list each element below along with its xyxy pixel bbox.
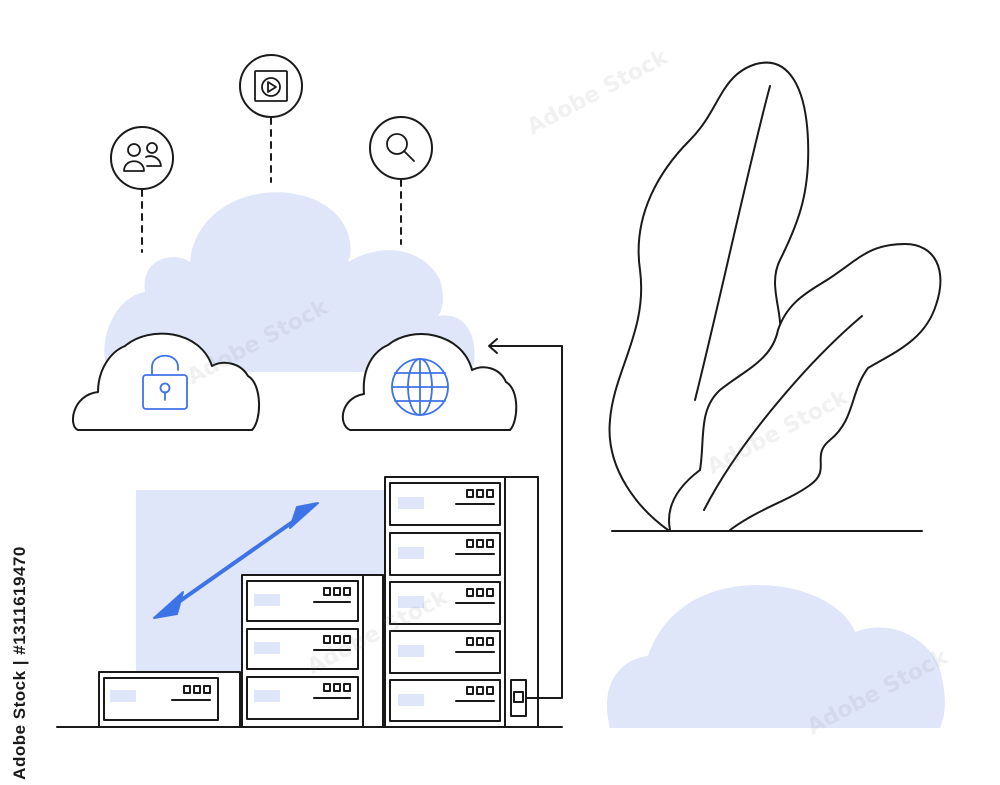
stock-id-label: Adobe Stock | #1311619470 [4,546,36,780]
plant-short-leaf-vein [703,315,863,511]
server-tall [384,476,539,728]
plant-short-leaf [668,243,942,531]
media-node [239,54,303,183]
search-icon [386,133,415,162]
globe-icon [391,358,449,416]
search-node [369,116,433,245]
large-blue-cloud [104,192,475,372]
users-icon [123,142,162,172]
plant-tall-leaf-vein [694,85,771,401]
server-medium [241,574,384,728]
globe-cloud [341,333,518,431]
play-icon [254,70,288,102]
network-cable [488,338,563,699]
stock-id-text: Adobe Stock | #1311619470 [10,546,30,780]
lock-cloud [71,332,261,431]
users-node [110,126,174,253]
lock-icon [142,354,188,410]
plant [608,61,942,532]
double-arrow-icon [153,502,319,619]
bottom-right-blue-cloud [606,585,945,728]
server-small [98,671,241,728]
